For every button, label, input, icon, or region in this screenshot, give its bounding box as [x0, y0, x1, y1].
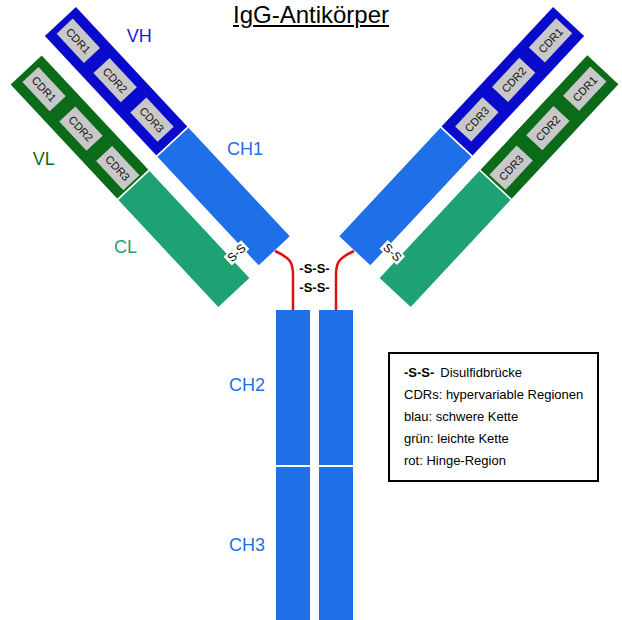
hinge-line [275, 251, 293, 310]
domain-label: CH2 [229, 376, 265, 394]
legend-text: CDRs: hypervariable Regionen [404, 387, 583, 402]
legend-row: CDRs: hypervariable Regionen [404, 384, 583, 406]
fc-domain [319, 467, 353, 620]
disulfide-bond: -S-S- [299, 281, 329, 294]
light-constant-domain [117, 170, 250, 308]
legend-text: blau: schwere Kette [404, 409, 518, 424]
light-variable-domain [480, 54, 620, 200]
light-variable-domain [10, 54, 150, 200]
domain-label: CH3 [229, 536, 265, 554]
light-constant-domain [379, 170, 512, 308]
legend-text: rot: Hinge-Region [404, 453, 506, 468]
left-arm [1, 6, 292, 308]
domain-label: CH1 [227, 140, 263, 158]
hinge-line [336, 251, 354, 310]
fc-domain [276, 467, 310, 620]
domain-label: VH [127, 27, 152, 45]
legend-text: grün: leichte Kette [404, 431, 509, 446]
right-arm [336, 6, 622, 308]
legend-text: Disulfidbrücke [440, 365, 522, 380]
disulfide-bond: S-S [224, 240, 250, 265]
fc-domain [319, 310, 353, 465]
legend-box: -S-S- DisulfidbrückeCDRs: hypervariable R… [388, 352, 599, 482]
domain-label: CL [114, 238, 137, 256]
disulfide-bond: -S-S- [299, 262, 329, 275]
legend-sample: -S-S- [404, 365, 434, 380]
diagram-title: IgG-Antikörper [0, 2, 622, 28]
legend-row: grün: leichte Kette [404, 428, 583, 450]
legend-row: blau: schwere Kette [404, 406, 583, 428]
legend-row: rot: Hinge-Region [404, 450, 583, 472]
fc-domain [276, 310, 310, 465]
domain-label: VL [33, 150, 55, 168]
legend-row: -S-S- Disulfidbrücke [404, 362, 583, 384]
